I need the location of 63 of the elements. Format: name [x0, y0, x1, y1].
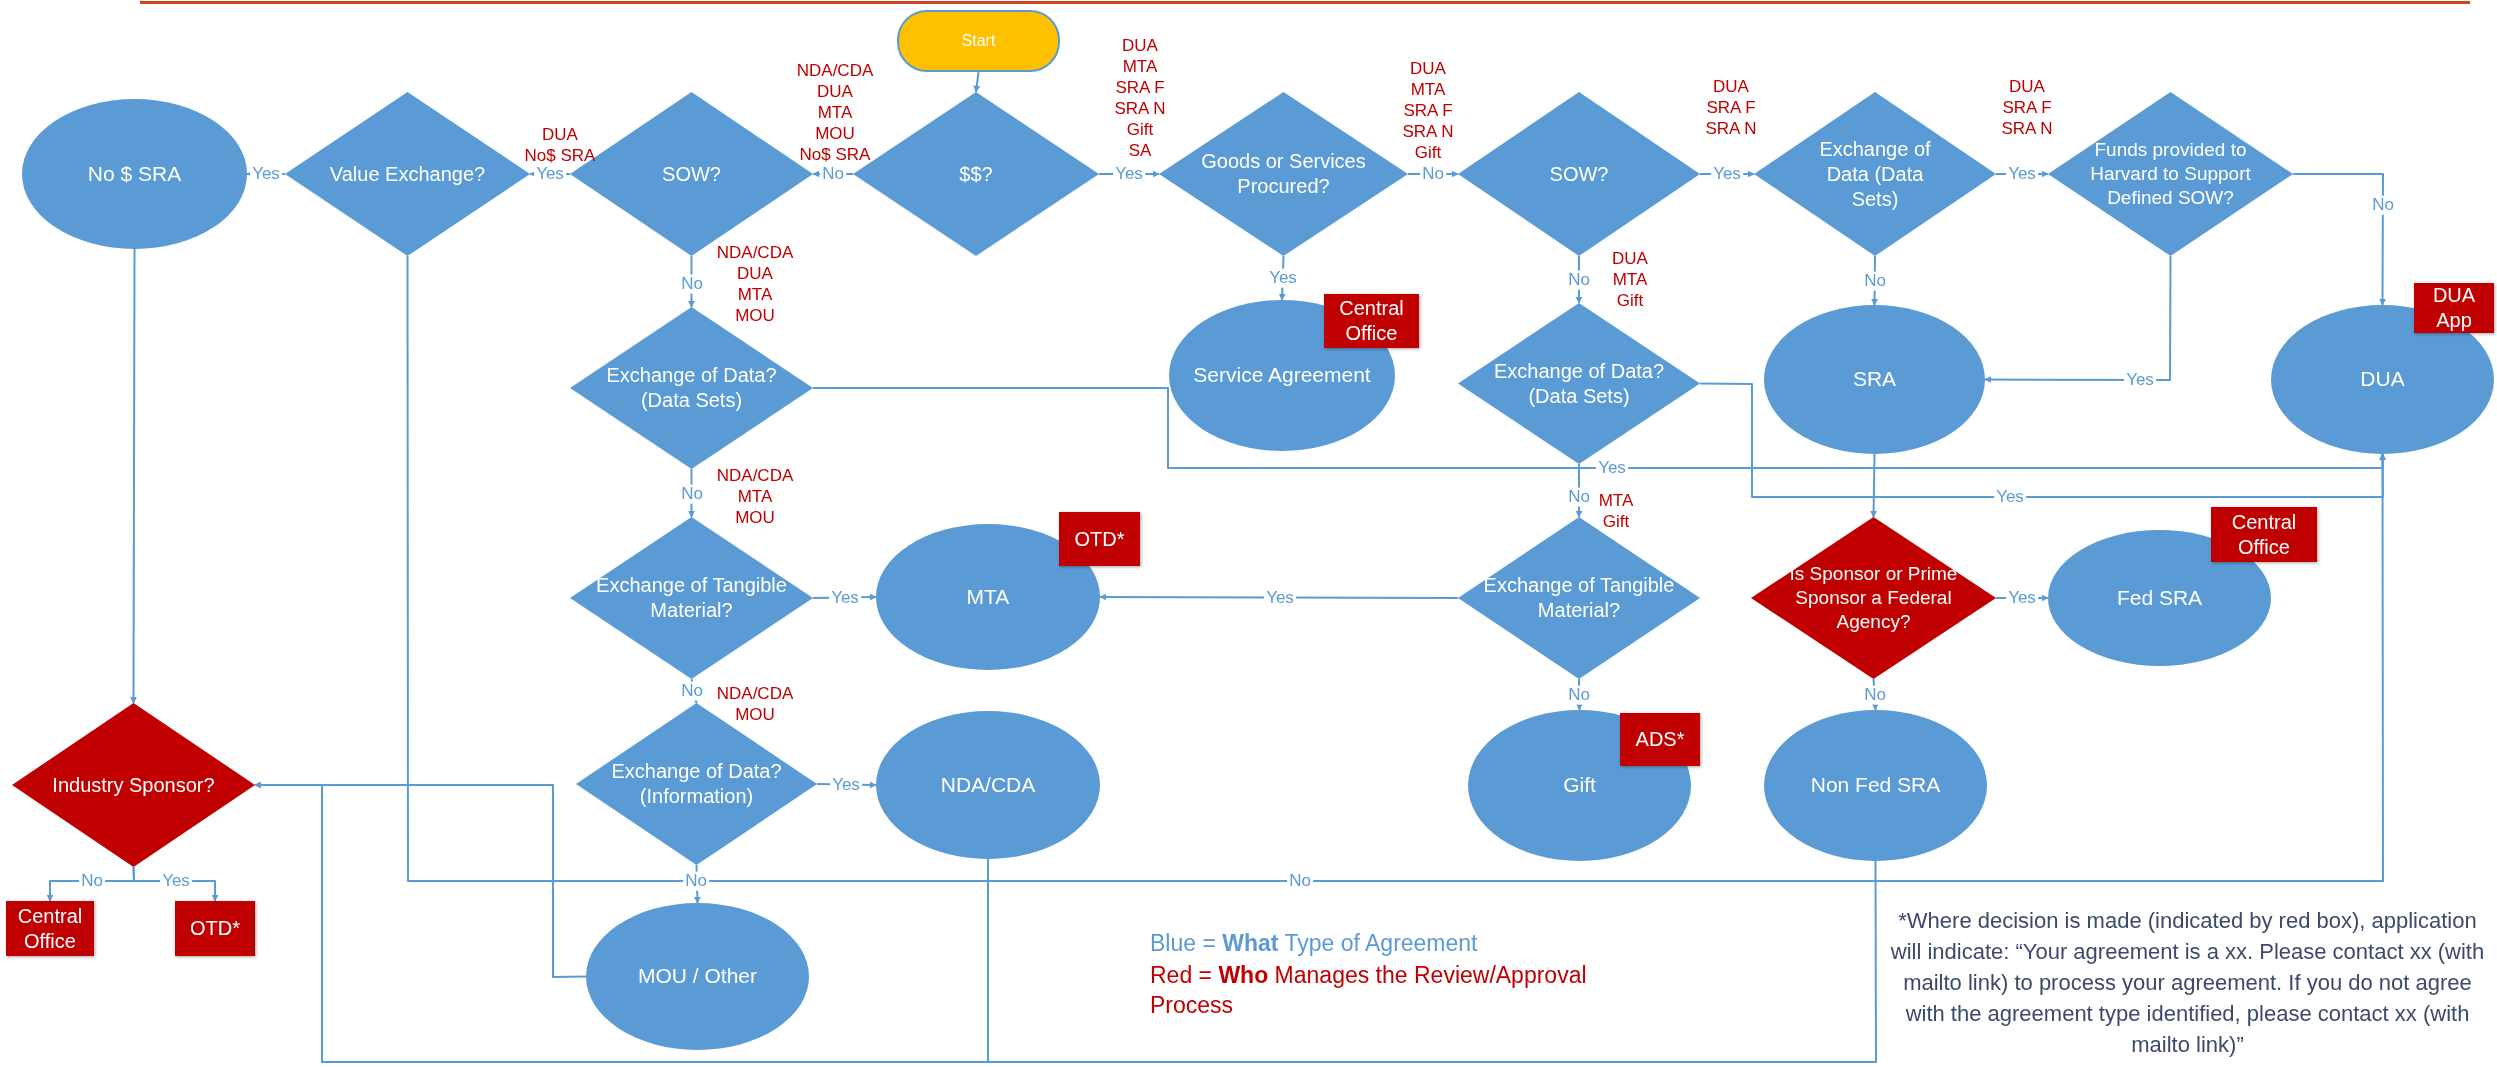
agreement-ellipse: No $ SRA [22, 99, 247, 249]
edge-label: No [2370, 195, 2396, 215]
start-terminal: Start [897, 10, 1060, 72]
agreement-code: DUA [542, 124, 578, 145]
footnote-text: *Where decision is made (indicated by red box), application will indicate: “Your agreement is a xx. Please contact xx (with mailto link) to process your agreement. If you do not agree with the agreement type identified, please contact xx (with mailto link)” [1890, 907, 2485, 1059]
edge-label: No [1566, 270, 1592, 290]
agreement-code: DUA [1713, 76, 1749, 97]
edge-label: No [1862, 685, 1888, 705]
connector-arrow [1870, 453, 1878, 518]
agreement-ellipse: SRA [1764, 305, 1985, 454]
legend-text: Blue = What Type of Agreement [1150, 929, 1479, 958]
connector-arrow [1099, 593, 1459, 601]
owner-tag: Central Office [1324, 294, 1419, 348]
agreement-code: DUA [2009, 76, 2045, 97]
connector-arrow [130, 248, 137, 704]
edge-label: No [1566, 487, 1592, 507]
agreement-code: MTA [737, 284, 773, 305]
agreement-code: SRA N [1705, 118, 1757, 139]
owner-tag: Central Office [2211, 507, 2317, 562]
agreement-code: No$ SRA [799, 144, 871, 165]
agreement-code: MOU [735, 704, 775, 725]
connector-arrow [973, 71, 981, 93]
connector-arrow [1984, 255, 2172, 383]
agreement-code: DUA [1410, 58, 1446, 79]
agreement-code: MTA [737, 486, 773, 507]
edge-label: No [1862, 271, 1888, 291]
agreement-code: MTA [1410, 79, 1446, 100]
agreement-code: NDA/CDA [716, 683, 794, 704]
edge-label: No [683, 871, 709, 891]
agreement-ellipse: Non Fed SRA [1764, 710, 1987, 861]
agreement-code: MTA [817, 102, 853, 123]
agreement-code: Gift [1126, 119, 1154, 140]
agreement-code: MTA [1122, 56, 1158, 77]
edge-label: No [679, 484, 705, 504]
connector-arrow [406, 255, 2386, 882]
owner-tag: DUA App [2414, 283, 2494, 333]
edge-label: Yes [1267, 268, 1299, 288]
agreement-code: SRA F [1706, 97, 1756, 118]
owner-tag: ADS* [1620, 713, 1700, 766]
agreement-code: DUA [817, 81, 853, 102]
agreement-code: DUA [737, 263, 773, 284]
decision-diamond: Exchange of Data (Data Sets) [1754, 92, 1996, 256]
owner-tag: OTD* [175, 901, 255, 956]
edge-label: No [679, 274, 705, 294]
agreement-code: MTA [1598, 490, 1634, 511]
edge-label: No [1566, 685, 1592, 705]
agreement-code: DUA [1122, 35, 1158, 56]
connector-arrow [2292, 173, 2386, 306]
decision-diamond: Industry Sponsor? [12, 703, 255, 867]
agreement-code: Gift [1414, 142, 1442, 163]
agreement-code: Gift [1602, 511, 1630, 532]
agreement-code: SA [1128, 140, 1152, 161]
owner-tag: OTD* [1059, 512, 1140, 566]
agreement-code: NDA/CDA [716, 242, 794, 263]
agreement-code: NDA/CDA [796, 60, 874, 81]
agreement-ellipse: MOU / Other [586, 903, 809, 1050]
agreement-ellipse: NDA/CDA [876, 711, 1100, 859]
legend-text: Red = Who Manages the Review/Approval Process [1150, 961, 1588, 1020]
agreement-code: MOU [815, 123, 855, 144]
connector-arrow [254, 781, 1877, 1063]
owner-tag: Central Office [6, 901, 94, 956]
agreement-code: MTA [1612, 269, 1648, 290]
agreement-code: MOU [735, 305, 775, 326]
